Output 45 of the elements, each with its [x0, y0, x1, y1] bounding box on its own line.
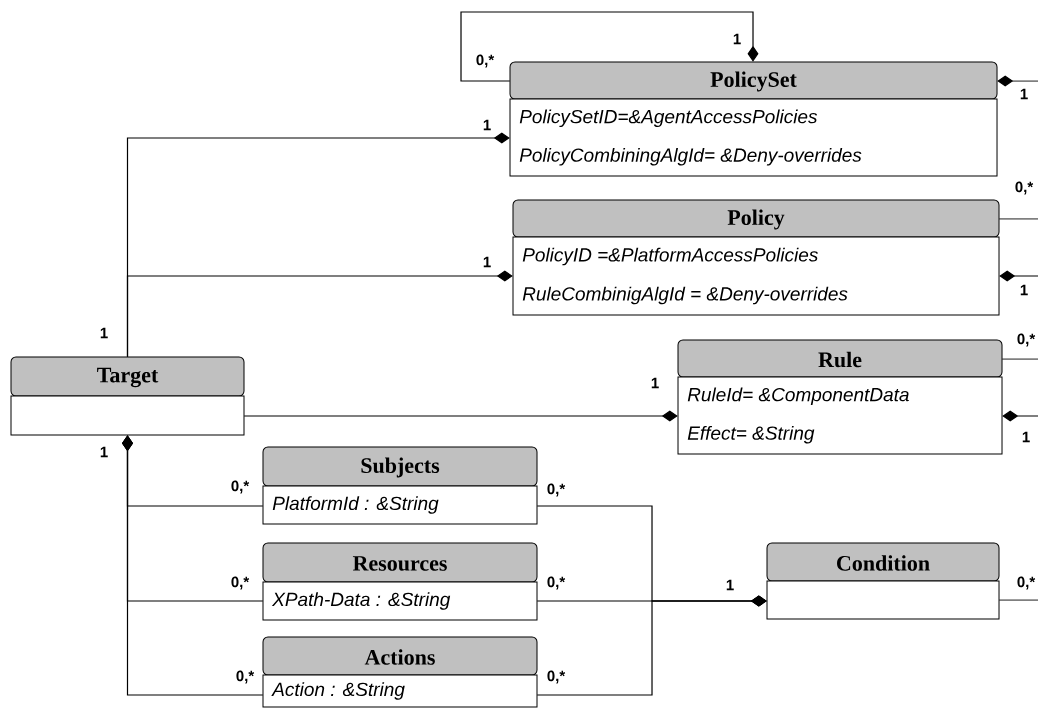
- association-line: [999, 270, 1038, 282]
- multiplicity-label: 0,*: [547, 670, 566, 684]
- multiplicity-label: 0,*: [231, 576, 250, 590]
- multiplicity-label: 0,*: [1017, 333, 1036, 347]
- multiplicity-label: 1: [100, 327, 108, 339]
- association-line: [1001, 358, 1038, 360]
- node-label: Action : &String: [271, 682, 405, 700]
- node-label: Rule: [818, 351, 862, 368]
- multiplicity-label: 0,*: [476, 54, 495, 68]
- multiplicity-label: 1: [483, 119, 491, 131]
- association-line: [536, 595, 767, 696]
- class-box: PolicySet PolicySetID=&AgentAccessPolicies PolicyCombiningAlgId= &Deny-overrides: [509, 61, 998, 177]
- node-label: PolicySet: [710, 71, 797, 92]
- class-box: Condition: [766, 542, 1000, 620]
- multiplicity-label: 1: [651, 377, 659, 389]
- association-line: [1002, 410, 1038, 422]
- multiplicity-label: 1: [1020, 284, 1028, 296]
- multiplicity-label: 1: [1020, 88, 1028, 100]
- multiplicity-label: 0,*: [547, 483, 566, 497]
- multiplicity-label: 0,*: [1017, 576, 1036, 590]
- multiplicity-label: 1: [1022, 431, 1030, 443]
- node-label: Policy: [727, 209, 785, 230]
- association-line: [998, 599, 1038, 601]
- class-box: Resources XPath-Data : &String: [262, 542, 538, 621]
- multiplicity-label: 0,*: [236, 670, 255, 684]
- class-box: Actions Action : &String: [262, 636, 538, 708]
- multiplicity-label: 1: [733, 33, 741, 45]
- multiplicity-label: 1: [100, 446, 108, 458]
- multiplicity-label: 0,*: [1015, 181, 1034, 195]
- association-line: [998, 218, 1038, 220]
- multiplicity-label: 0,*: [231, 480, 250, 494]
- association-line: [997, 75, 1038, 87]
- node-label: XPath-Data : &String: [271, 592, 451, 610]
- multiplicity-label: 0,*: [547, 576, 566, 590]
- class-box: Policy PolicyID =&PlatformAccessPolicies RuleCombinigAlgId = &Deny-overrides: [512, 199, 1000, 316]
- class-box: Subjects PlatformId : &String: [262, 446, 538, 525]
- multiplicity-label: 1: [726, 579, 734, 591]
- class-box: Target: [10, 356, 245, 436]
- association-line: [126, 270, 513, 358]
- class-box: Rule RuleId= &ComponentData Effect= &String: [677, 339, 1003, 455]
- association-line: [122, 435, 264, 696]
- association-line: [243, 410, 678, 422]
- node-label: PlatformId : &String: [272, 496, 439, 514]
- association-line: [460, 11, 759, 82]
- multiplicity-label: 1: [483, 256, 491, 268]
